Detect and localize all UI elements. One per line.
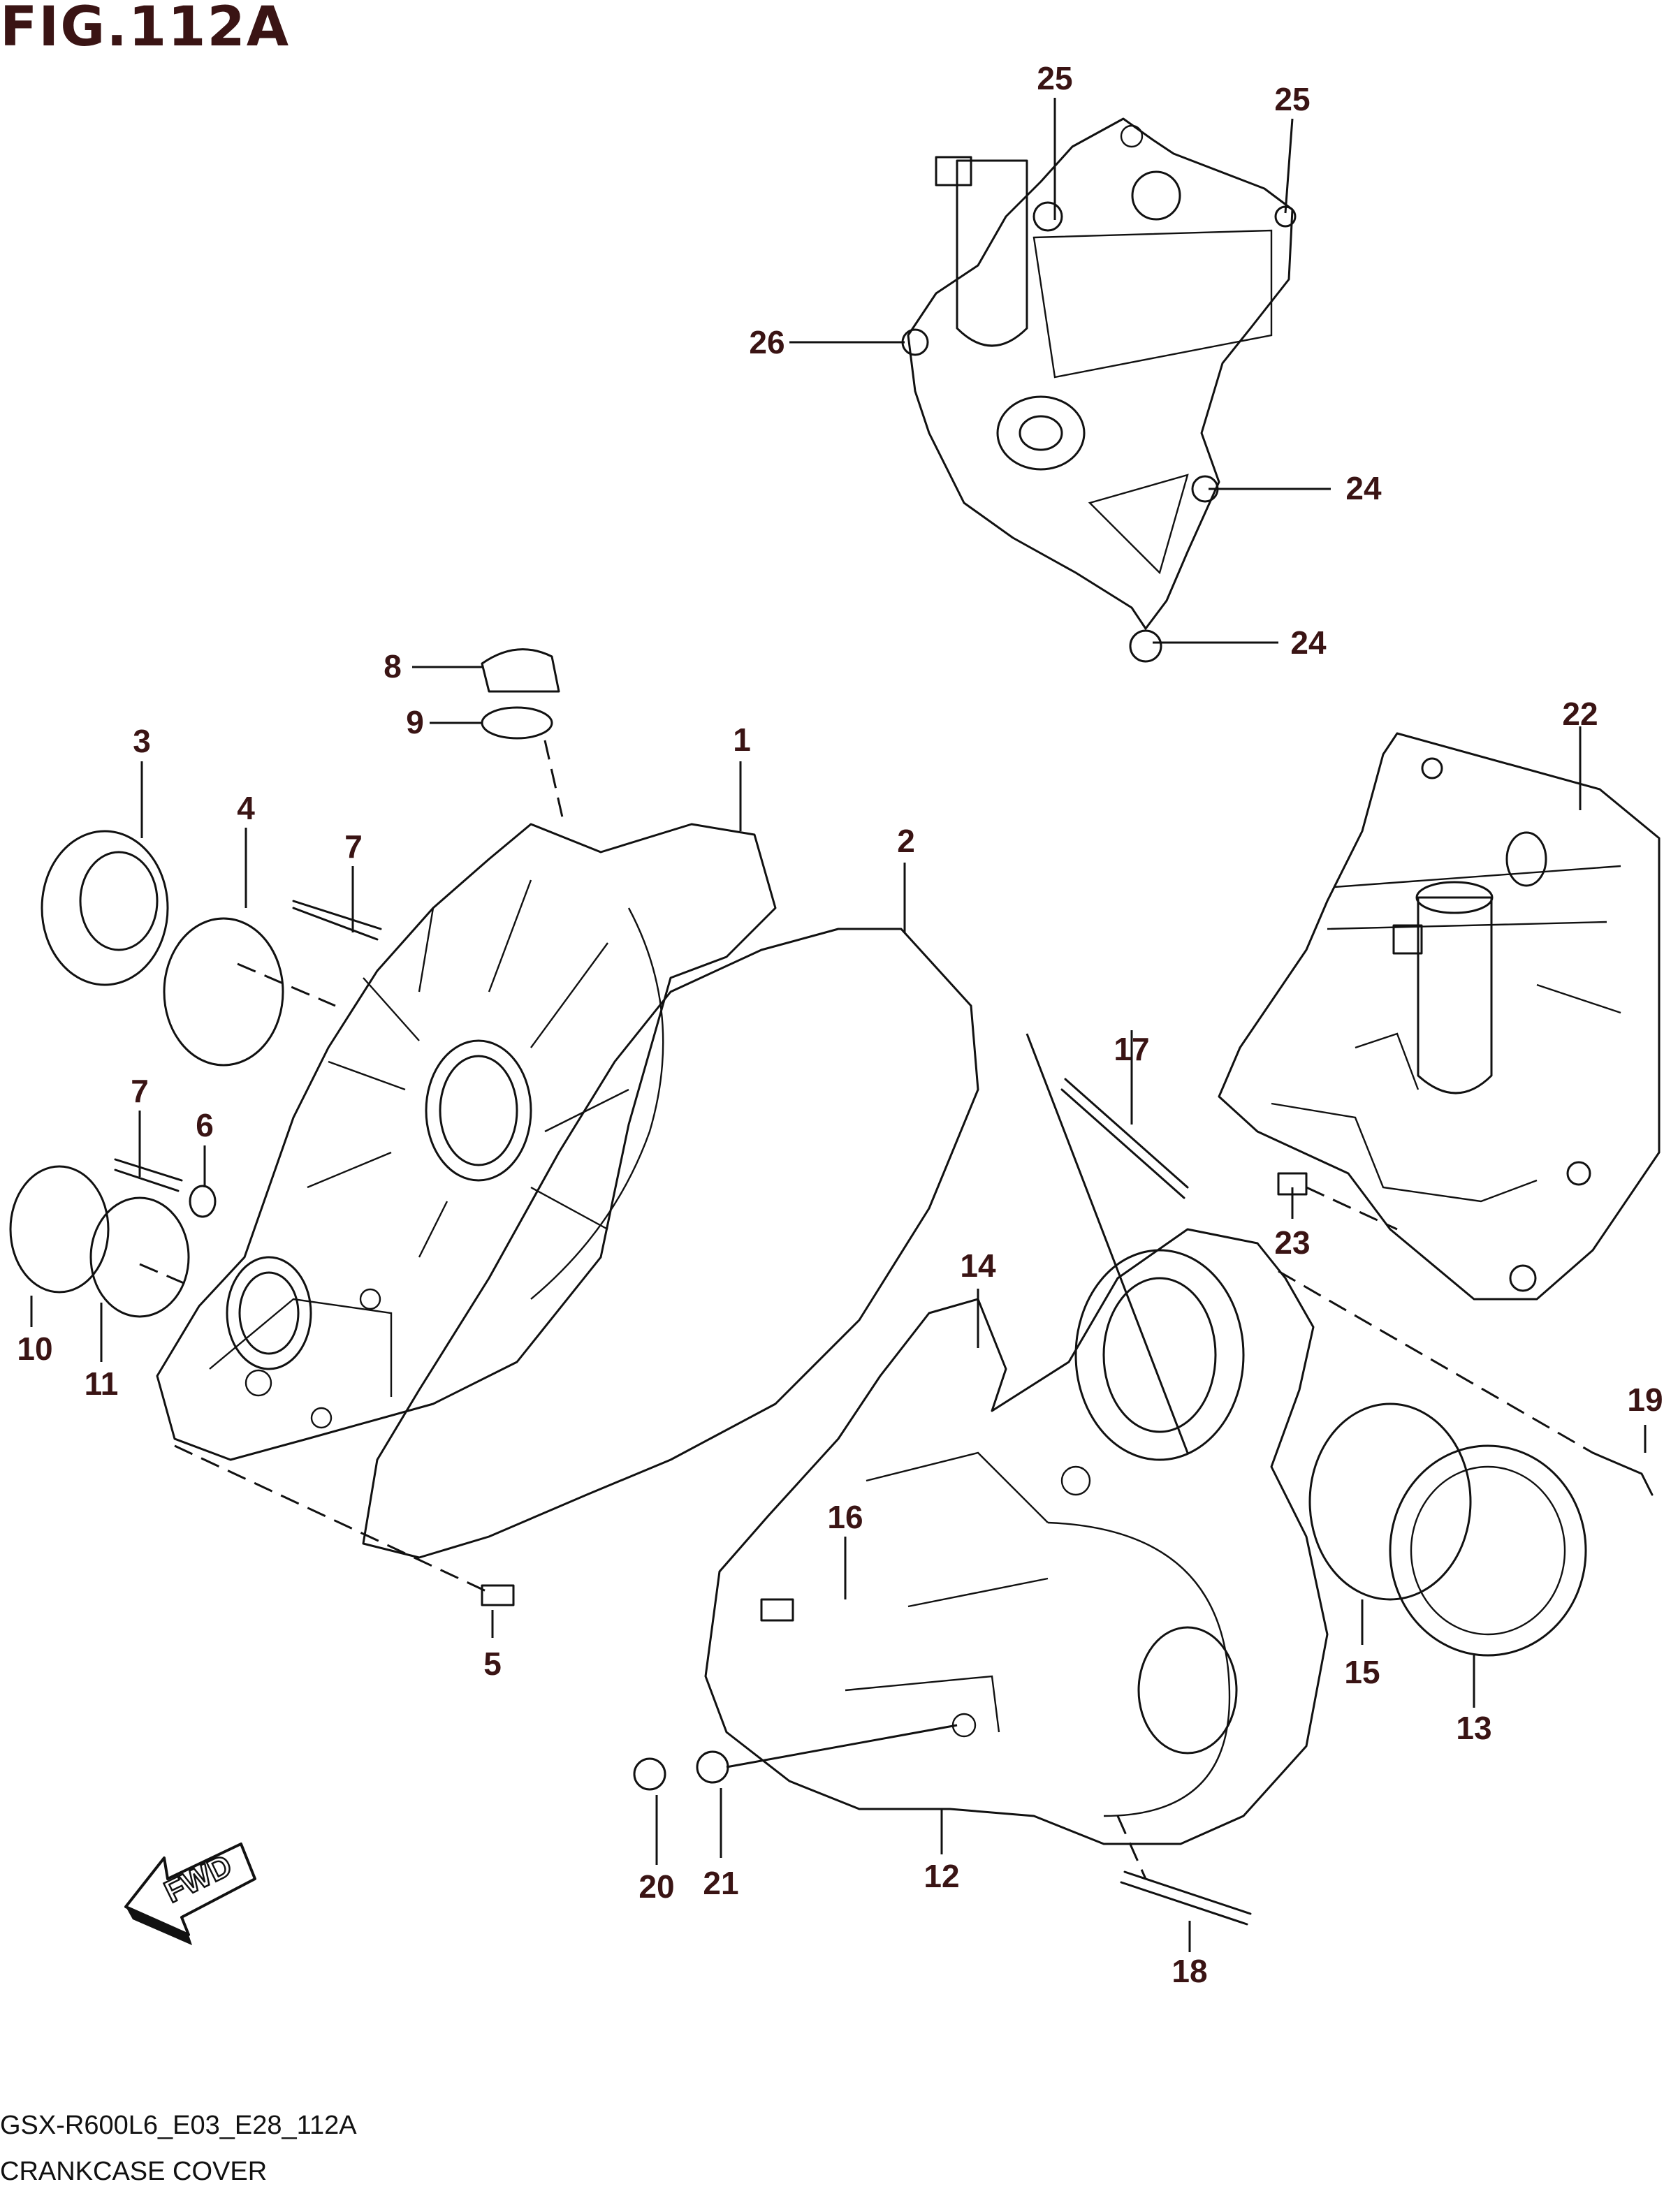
callout-16: 16 <box>827 1499 863 1535</box>
figure-title: FIG.112A <box>0 0 291 59</box>
callout-26: 26 <box>749 324 784 360</box>
callout-4: 4 <box>237 790 255 826</box>
callout-19: 19 <box>1627 1382 1663 1418</box>
figure-name: CRANKCASE COVER <box>0 2157 268 2186</box>
callout-22: 22 <box>1562 696 1598 732</box>
callout-24-top: 25 <box>1037 60 1072 96</box>
small-cover-rim <box>1410 1465 1566 1636</box>
gasket-part <box>362 928 979 1559</box>
callout-2: 2 <box>897 823 915 859</box>
right-cover-part <box>1218 732 1661 1301</box>
callout-labels: 25 25 26 24 24 8 9 1 2 3 4 7 7 6 10 11 5… <box>17 60 1663 1989</box>
callout-1: 1 <box>733 722 751 758</box>
callout-18: 18 <box>1172 1953 1207 1989</box>
callout-3: 3 <box>133 723 151 759</box>
callout-5: 5 <box>483 1646 502 1682</box>
clutch-cover-part <box>704 1228 1329 1845</box>
o-ring-part <box>1308 1402 1472 1601</box>
callout-20: 20 <box>638 1868 674 1905</box>
callout-21: 21 <box>703 1865 738 1901</box>
callout-7-upper: 7 <box>344 828 363 865</box>
figure-code: GSX-R600L6_E03_E28_112A <box>0 2111 357 2140</box>
callout-23: 23 <box>1274 1224 1310 1261</box>
callout-17: 17 <box>1114 1031 1149 1067</box>
callout-24-bottom: 24 <box>1345 470 1382 506</box>
callout-leaders <box>30 98 1647 1952</box>
callout-12: 12 <box>924 1858 959 1894</box>
callout-25-bottom: 24 <box>1290 624 1327 661</box>
callout-7-lower: 7 <box>131 1073 149 1109</box>
small-parts <box>9 648 1654 1926</box>
callout-13: 13 <box>1456 1710 1491 1746</box>
callout-6: 6 <box>196 1107 214 1143</box>
callout-15: 15 <box>1344 1654 1380 1690</box>
callout-8: 8 <box>384 648 402 684</box>
callout-11: 11 <box>85 1365 119 1402</box>
assembly-lines <box>139 740 1593 1880</box>
fwd-direction-arrow: FWD <box>124 1843 256 1945</box>
small-cover-part <box>1389 1444 1587 1657</box>
top-bracket-part <box>901 117 1297 663</box>
callout-9: 9 <box>406 704 424 740</box>
callout-14: 14 <box>960 1247 996 1284</box>
callout-25-top: 25 <box>1274 81 1310 117</box>
crankcase-cover-part <box>156 823 777 1461</box>
callout-10: 10 <box>17 1331 52 1367</box>
